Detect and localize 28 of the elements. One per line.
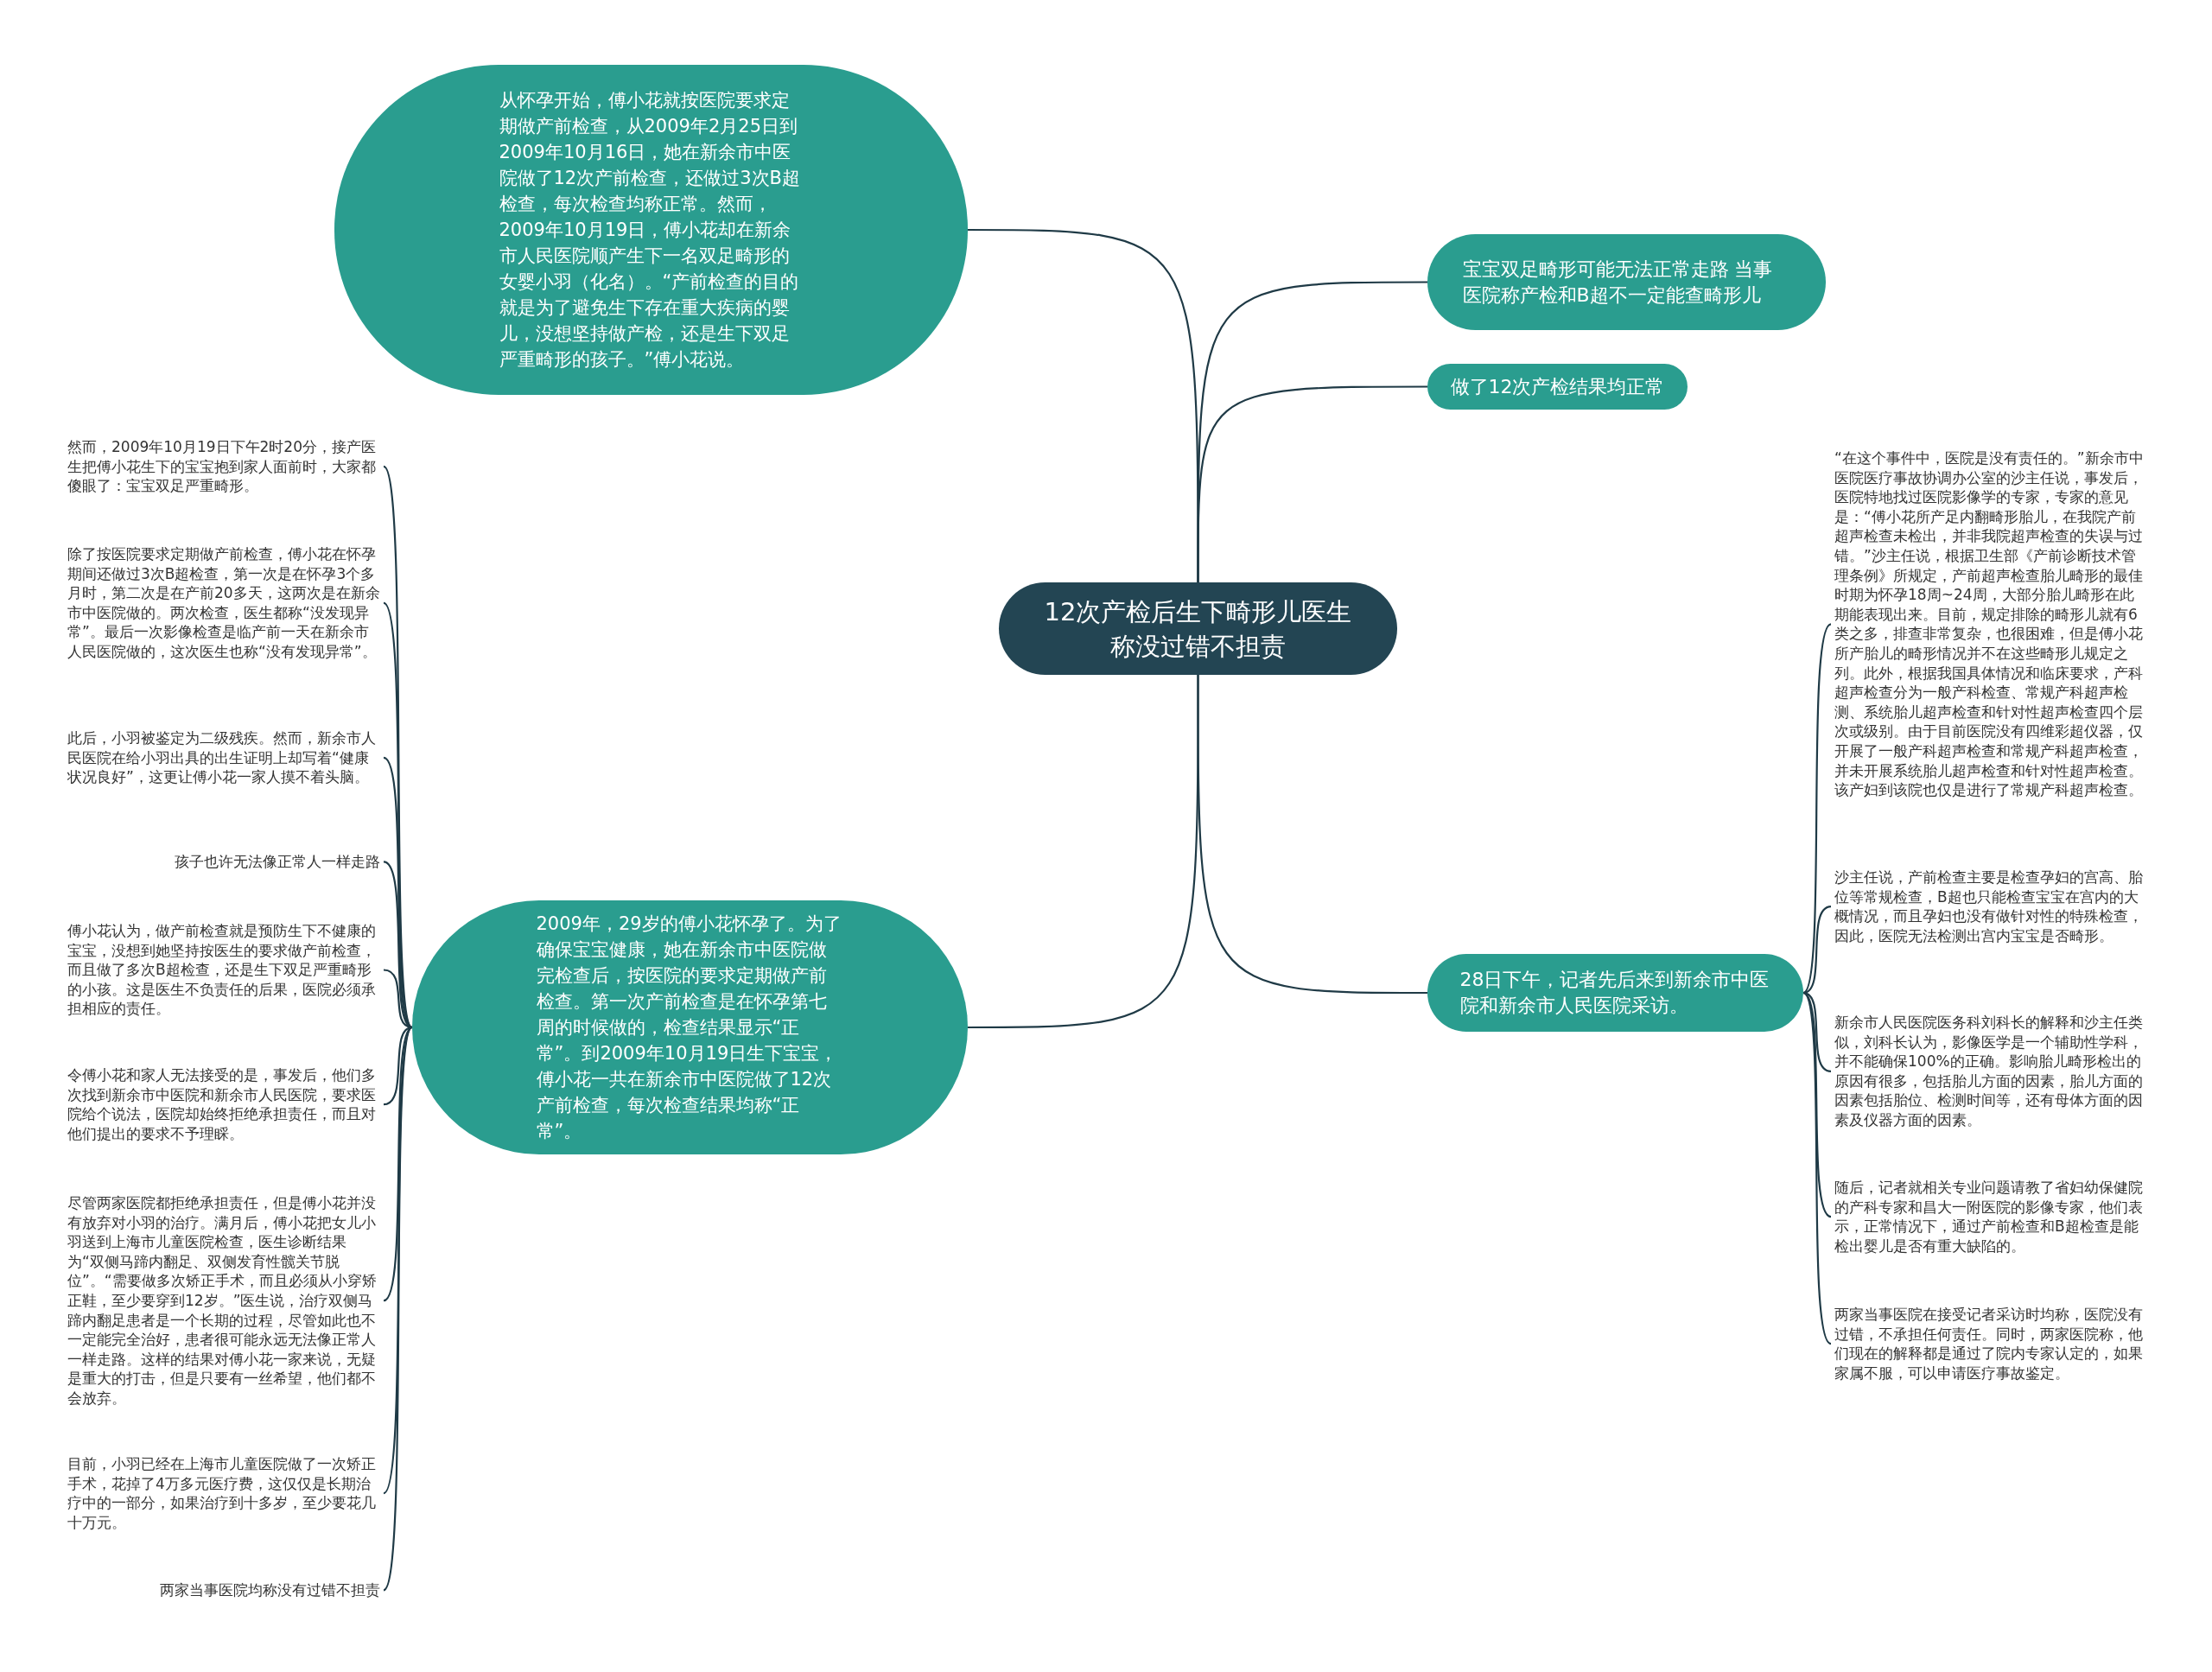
note-text: 目前，小羽已经在上海市儿童医院做了一次矫正手术，花掉了4万多元医疗费，这仅仅是长期治疗中的一部分，如果治疗到十多岁，至少要花几十万元。 [67, 1454, 380, 1533]
connector [1802, 906, 1832, 995]
note-text: 除了按医院要求定期做产前检查，傅小花在怀孕期间还做过3次B超检查，第一次是在怀孕3个多月时，第二次是在产前20多天，这两次是在新余市中医院做的。两次检查，医生都称“没发现异常”。最后一次影像检查是临产前一天在新余市人民医院做的，这次医生也称“没有发现异常”。 [67, 544, 380, 662]
note-text: 两家当事医院均称没有过错不担责 [160, 1580, 380, 1600]
topic-pill: 做了12次产检结果均正常 [1427, 364, 1688, 410]
connector [1802, 992, 1832, 1345]
connector [968, 675, 1199, 1029]
topic-pill: 28日下午，记者先后来到新余市中医院和新余市人民医院采访。 [1427, 954, 1803, 1032]
note-text: 令傅小花和家人无法接受的是，事发后，他们多次找到新余市中医院和新余市人民医院，要求医院给个说法，医院却始终拒绝承担责任，而且对他们提出的要求不予理睬。 [67, 1065, 380, 1144]
topic-pill: 宝宝双足畸形可能无法正常走路 当事医院称产检和B超不一定能查畸形儿 [1427, 234, 1826, 330]
central-topic: 12次产检后生下畸形儿医生称没过错不担责 [999, 582, 1397, 675]
note-text: 此后，小羽被鉴定为二级残疾。然而，新余市人民医院在给小羽出具的出生证明上却写着“健康状况良好”，这更让傅小花一家人摸不着头脑。 [67, 728, 380, 787]
note-text: 尽管两家医院都拒绝承担责任，但是傅小花并没有放弃对小羽的治疗。满月后，傅小花把女儿小羽送到上海市儿童医院检查，医生诊断结果为“双侧马蹄内翻足、双侧发育性髋关节脱位”。“需要做多次矫正手术，而且必须从小穿矫正鞋，至少要穿到12岁。”医生说，治疗双侧马蹄内翻足患者是一个长期的过程，尽管如此也不一定能完全治好，患者很可能永远无法像正常人一样走路。这样的结果对傅小花一家来说，无疑是重大的打击，但是只要有一丝希望，他们都不会放弃。 [67, 1193, 380, 1408]
note-text: 沙主任说，产前检查主要是检查孕妇的宫高、胎位等常规检查，B超也只能检查宝宝在宫内的大概情况，而且孕妇也没有做针对性的特殊检查，因此，医院无法检测出宫内宝宝是否畸形。 [1834, 868, 2147, 946]
connector [383, 1027, 413, 1591]
connector [1197, 385, 1427, 582]
note-text: 傅小花认为，做产前检查就是预防生下不健康的宝宝，没想到她坚持按医生的要求做产前检查，而且做了多次B超检查，还是生下双足严重畸形的小孩。这是医生不负责任的后果，医院必须承担相应的责任。 [67, 921, 380, 1019]
connector [1802, 991, 1832, 1072]
note-text: “在这个事件中，医院是没有责任的。”新余市中医院医疗事故协调办公室的沙主任说，事发后，医院特地找过医院影像学的专家，专家的意见是：“傅小花所产足内翻畸形胎儿，在我院产前超声检查未检出，并非我院超声检查的失误与过错。”沙主任说，根据卫生部《产前诊断技术管理条例》所规定，产前超声检查胎儿畸形的最佳时期为怀孕18周~24周，大部分胎儿畸形在此期能表现出来。目前，规定排除的畸形儿就有6类之多，排查非常复杂，也很困难，但是傅小花所产胎儿的畸形情况并不在这些畸形儿规定之列。此外，根据我国具体情况和临床要求，产科超声检查分为一般产科检查、常规产科超声检测、系统胎儿超声检查和针对性超声检查四个层次或级别。由于目前医院没有四维彩超仪器，仅开展了一般产科超声检查和常规产科超声检查，并未开展系统胎儿超声检查和针对性超声检查。该产妇到该院也仅是进行了常规产科超声检查。 [1834, 448, 2147, 800]
note-text: 新余市人民医院医务科刘科长的解释和沙主任类似，刘科长认为，影像医学是一个辅助性学科，并不能确保100%的正确。影响胎儿畸形检出的原因有很多，包括胎儿方面的因素，胎儿方面的因素包括胎位、检测时间等，还有母体方面的因素及仪器方面的因素。 [1834, 1013, 2147, 1130]
topic-pill: 2009年，29岁的傅小花怀孕了。为了确保宝宝健康，她在新余市中医院做完检查后，按医院的要求定期做产前检查。第一次产前检查是在怀孕第七周的时候做的，检查结果显示“正常”。到2009年10月19日生下宝宝，傅小花一共在新余市中医院做了12次产前检查，每次检查结果均称“正常”。 [412, 900, 968, 1154]
note-text: 孩子也许无法像正常人一样走路 [175, 852, 380, 872]
note-text: 随后，记者就相关专业问题请教了省妇幼保健院的产科专家和昌大一附医院的影像专家，他们表示，正常情况下，通过产前检查和B超检查是能检出婴儿是否有重大缺陷的。 [1834, 1178, 2147, 1256]
note-text: 两家当事医院在接受记者采访时均称，医院没有过错，不承担任何责任。同时，两家医院称，他们现在的解释都是通过了院内专家认定的，如果家属不服，可以申请医疗事故鉴定。 [1834, 1305, 2147, 1383]
connector [383, 602, 413, 1028]
topic-pill: 从怀孕开始，傅小花就按医院要求定期做产前检查，从2009年2月25日到2009年10月16日，她在新余市中医院做了12次产前检查，还做过3次B超检查，每次检查均称正常。然而，2009年10月19日，傅小花却在新余市人民医院顺产生下一名双足畸形的女婴小羽（化名）。“产前检查的目的就是为了避免生下存在重大疾病的婴儿，没想坚持做产检，还是生下双足严重畸形的孩子。”傅小花说。 [334, 65, 968, 395]
connector [1802, 623, 1832, 994]
note-text: 然而，2009年10月19日下午2时20分，接产医生把傅小花生下的宝宝抱到家人面前时，大家都傻眼了：宝宝双足严重畸形。 [67, 437, 380, 496]
